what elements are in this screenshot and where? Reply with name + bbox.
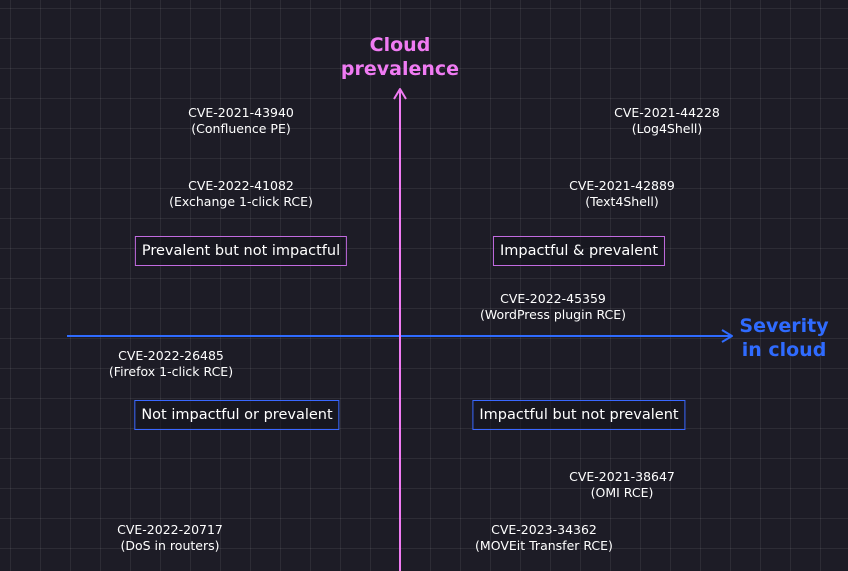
cve-description: (WordPress plugin RCE) xyxy=(479,307,627,322)
cve-description: (DoS in routers) xyxy=(120,538,220,553)
cve-id: CVE-2022-26485 xyxy=(118,348,224,363)
quadrant-label-top-right: Impactful & prevalent xyxy=(492,236,666,266)
cve-id: CVE-2021-38647 xyxy=(569,469,675,484)
cve-id: CVE-2022-20717 xyxy=(117,522,223,537)
cve-description: (OMI RCE) xyxy=(590,485,654,500)
cve-id: CVE-2021-44228 xyxy=(614,105,720,120)
cve-description: (Firefox 1-click RCE) xyxy=(108,364,234,379)
cve-label: CVE-2022-26485 (Firefox 1-click RCE) xyxy=(109,348,233,380)
cve-description: (Text4Shell) xyxy=(585,194,659,209)
cve-description: (MOVEit Transfer RCE) xyxy=(475,538,613,553)
x-axis-title: Severity in cloud xyxy=(734,314,834,362)
cve-label: CVE-2022-45359 (WordPress plugin RCE) xyxy=(480,291,626,323)
cve-description: (Confluence PE) xyxy=(191,121,291,136)
quadrant-label-top-left: Prevalent but not impactful xyxy=(134,236,348,266)
cve-id: CVE-2021-42889 xyxy=(569,178,675,193)
cve-id: CVE-2022-45359 xyxy=(500,291,606,306)
x-axis-title-line-1: Severity xyxy=(739,315,829,337)
y-axis-title-line-2: prevalence xyxy=(340,58,460,80)
cve-label: CVE-2022-20717 (DoS in routers) xyxy=(117,522,223,554)
cve-id: CVE-2022-41082 xyxy=(188,178,294,193)
y-axis-title: Cloud prevalence xyxy=(330,33,470,81)
cve-label: CVE-2021-38647 (OMI RCE) xyxy=(569,469,675,501)
cve-label: CVE-2023-34362 (MOVEit Transfer RCE) xyxy=(475,522,613,554)
cve-label: CVE-2022-41082 (Exchange 1-click RCE) xyxy=(169,178,313,210)
cve-id: CVE-2023-34362 xyxy=(491,522,597,537)
cve-description: (Log4Shell) xyxy=(631,121,703,136)
cve-description: (Exchange 1-click RCE) xyxy=(169,194,313,209)
cve-label: CVE-2021-43940 (Confluence PE) xyxy=(188,105,294,137)
x-axis-title-line-2: in cloud xyxy=(741,339,827,361)
cve-label: CVE-2021-44228 (Log4Shell) xyxy=(614,105,720,137)
y-axis-title-line-1: Cloud xyxy=(369,34,431,56)
cve-id: CVE-2021-43940 xyxy=(188,105,294,120)
cve-label: CVE-2021-42889 (Text4Shell) xyxy=(569,178,675,210)
quadrant-label-bottom-right: Impactful but not prevalent xyxy=(472,400,686,430)
quadrant-label-bottom-left: Not impactful or prevalent xyxy=(134,400,340,430)
